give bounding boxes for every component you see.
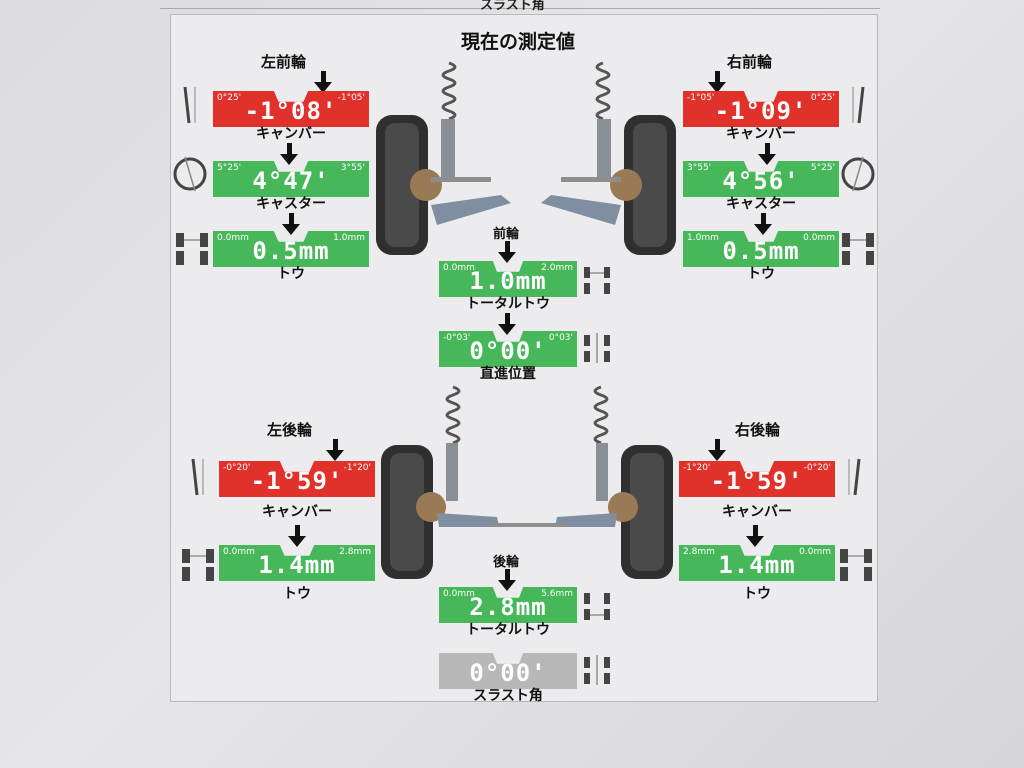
front-left-toe-value: 0.5mm <box>252 237 330 265</box>
front-right-toe-label: トウ <box>747 266 775 282</box>
rear-right-camber-label: キャンバー <box>722 504 792 520</box>
thrust-angle-label: スラスト角 <box>473 688 543 704</box>
rear-right-group-label: 右後輪 <box>735 421 781 439</box>
front-total-toe-label: トータルトウ <box>466 296 550 312</box>
camber-icon <box>183 86 196 124</box>
rear-left-toe-gauge: 0.0mm 2.8mm 1.4mm <box>219 545 375 581</box>
front-right-caster-value: 4°56' <box>722 167 800 195</box>
front-left-caster-gauge: 5°25' 3°55' 4°47' <box>213 161 369 197</box>
front-total-toe-gauge: 0.0mm 2.0mm 1.0mm <box>439 261 577 297</box>
front-right-camber-gauge: -1°05' 0°25' -1°09' <box>683 91 839 127</box>
front-center-group-label: 前輪 <box>493 227 520 242</box>
front-left-camber-label: キャンバー <box>256 126 326 142</box>
thrust-angle-icon <box>584 655 610 685</box>
camber-icon <box>191 458 204 496</box>
rear-left-toe-label: トウ <box>283 586 311 602</box>
rear-suspension-illustration <box>381 385 673 579</box>
thrust-angle-value: 0°00' <box>469 659 547 687</box>
total-toe-icon <box>584 267 610 294</box>
rear-right-toe-gauge: 2.8mm 0.0mm 1.4mm <box>679 545 835 581</box>
front-left-toe-gauge: 0.0mm 1.0mm 0.5mm <box>213 231 369 267</box>
rear-left-group-label: 左後輪 <box>267 421 313 439</box>
front-right-toe-value: 0.5mm <box>722 237 800 265</box>
camber-icon <box>852 86 865 124</box>
front-right-toe-gauge: 1.0mm 0.0mm 0.5mm <box>683 231 839 267</box>
caster-icon <box>173 156 207 192</box>
front-right-caster-label: キャスター <box>726 196 796 212</box>
front-right-group-label: 右前輪 <box>727 53 773 71</box>
straight-ahead-icon <box>584 333 610 363</box>
rear-right-toe-label: トウ <box>743 586 771 602</box>
thrust-angle-gauge: 0°00' <box>439 653 577 689</box>
front-right-caster-gauge: 3°55' 5°25' 4°56' <box>683 161 839 197</box>
front-left-camber-value: -1°08' <box>244 97 338 125</box>
front-left-caster-label: キャスター <box>256 196 326 212</box>
rear-left-camber-label: キャンバー <box>262 504 332 520</box>
rear-right-camber-value: -1°59' <box>710 467 804 495</box>
total-toe-icon <box>584 593 610 620</box>
alignment-sheet: 現在の測定値 左前輪 0°25' -1°05' -1°08' キャンバー 5°2… <box>170 14 878 704</box>
rear-left-camber-gauge: -0°20' -1°20' -1°59' <box>219 461 375 497</box>
previous-page-edge <box>160 0 880 9</box>
rear-left-camber-value: -1°59' <box>250 467 344 495</box>
toe-icon <box>176 233 208 265</box>
front-right-camber-value: -1°09' <box>714 97 808 125</box>
front-suspension-illustration <box>376 61 676 255</box>
toe-icon <box>840 549 872 581</box>
straight-ahead-gauge: -0°03' 0°03' 0°00' <box>439 331 577 367</box>
rear-total-toe-value: 2.8mm <box>469 593 547 621</box>
rear-right-toe-value: 1.4mm <box>718 551 796 579</box>
straight-ahead-value: 0°00' <box>469 337 547 365</box>
toe-icon <box>182 549 214 581</box>
straight-ahead-label: 直進位置 <box>480 366 536 382</box>
previous-page-caption: スラスト角 <box>480 0 545 13</box>
front-left-caster-value: 4°47' <box>252 167 330 195</box>
rear-total-toe-label: トータルトウ <box>466 622 550 638</box>
camber-icon <box>848 458 861 496</box>
caster-icon <box>841 156 875 192</box>
page-title: 現在の測定値 <box>461 31 576 53</box>
rear-left-toe-value: 1.4mm <box>258 551 336 579</box>
front-left-group-label: 左前輪 <box>261 53 307 71</box>
rear-center-group-label: 後輪 <box>493 555 520 570</box>
rear-right-camber-gauge: -1°20' -0°20' -1°59' <box>679 461 835 497</box>
rear-total-toe-gauge: 0.0mm 5.6mm 2.8mm <box>439 587 577 623</box>
front-right-camber-label: キャンバー <box>726 126 796 142</box>
front-left-toe-label: トウ <box>277 266 305 282</box>
toe-icon <box>842 233 874 265</box>
front-left-camber-gauge: 0°25' -1°05' -1°08' <box>213 91 369 127</box>
front-total-toe-value: 1.0mm <box>469 267 547 295</box>
